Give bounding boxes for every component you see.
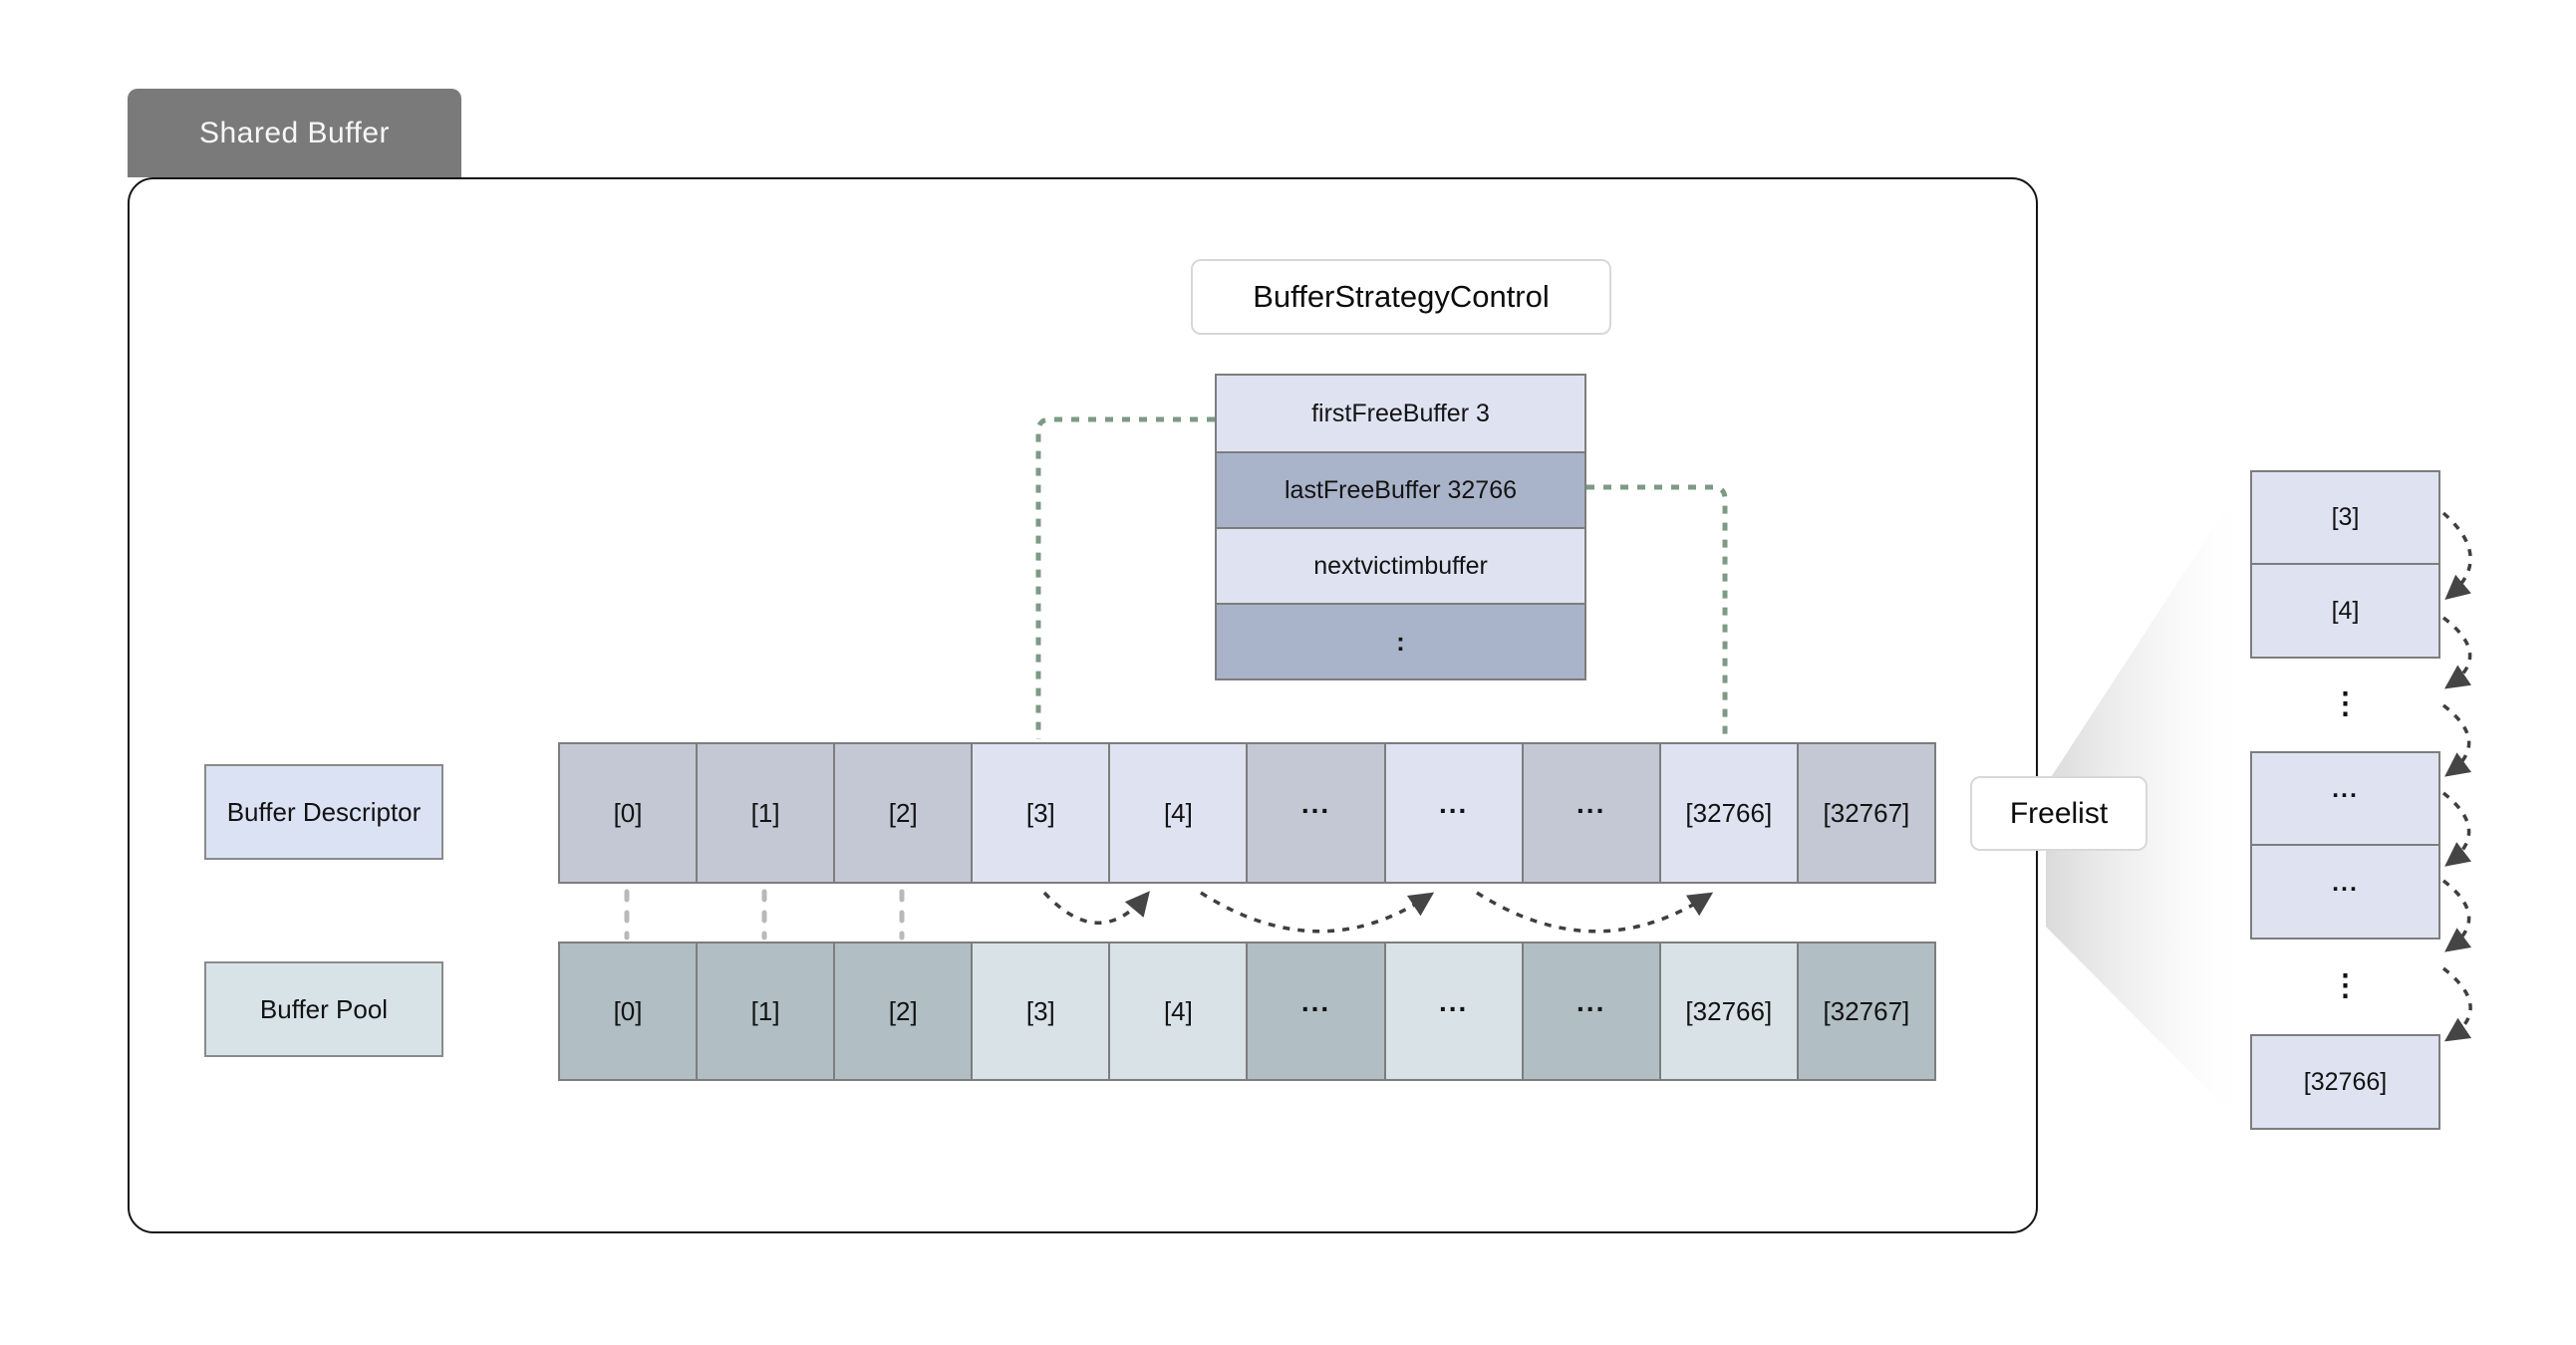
buffer-descriptor-cell-2: [2]	[833, 742, 974, 884]
buffer-pool-cell-8: [32766]	[1658, 942, 1799, 1081]
buffer-descriptor-label: Buffer Descriptor	[204, 764, 443, 860]
buffer-pool-cell-3: [3]	[971, 942, 1111, 1081]
buffer-pool-cell-4: [4]	[1108, 942, 1249, 1081]
buffer-descriptor-cell-9: [32767]	[1796, 742, 1936, 884]
freelist-item-0: [3]	[2250, 470, 2440, 565]
strategy-control-row-1: lastFreeBuffer 32766	[1217, 451, 1584, 527]
freelist-chain-arrow-2	[2441, 616, 2472, 689]
buffer-strategy-control-title: BufferStrategyControl	[1191, 259, 1611, 335]
freelist-chain-arrow-1	[2441, 511, 2472, 600]
freelist-label-text: Freelist	[2009, 796, 2109, 830]
buffer-descriptor-cell-6: ...	[1383, 742, 1524, 884]
buffer-pool-label: Buffer Pool	[204, 961, 443, 1057]
buffer-strategy-control-title-label: BufferStrategyControl	[1253, 279, 1550, 314]
freelist-label: Freelist	[1970, 776, 2147, 851]
freelist-item-4: ...	[2250, 844, 2440, 940]
buffer-pool-array: [0][1][2][3][4].........[32766][32767]	[558, 942, 1936, 1081]
freelist-chain-arrow-5	[2441, 879, 2472, 952]
buffer-descriptor-cell-4: [4]	[1108, 742, 1249, 884]
buffer-pool-cell-9: [32767]	[1796, 942, 1936, 1081]
freelist-item-1: [4]	[2250, 563, 2440, 659]
buffer-pool-cell-5: ...	[1246, 942, 1386, 1081]
buffer-pool-cell-6: ...	[1383, 942, 1524, 1081]
buffer-descriptor-cell-8: [32766]	[1658, 742, 1799, 884]
buffer-descriptor-cell-3: [3]	[971, 742, 1111, 884]
freelist-column: [3][4] ⋮...... ⋮ [32766]	[2250, 470, 2440, 1130]
freelist-item-6: [32766]	[2250, 1034, 2440, 1130]
freelist-chain-arrow-3	[2441, 703, 2472, 777]
freelist-ellipsis-2: ⋮	[2330, 687, 2361, 721]
buffer-pool-cell-1: [1]	[696, 942, 836, 1081]
buffer-descriptor-cell-0: [0]	[558, 742, 699, 884]
buffer-descriptor-label-text: Buffer Descriptor	[226, 796, 422, 827]
buffer-descriptor-array: [0][1][2][3][4].........[32766][32767]	[558, 742, 1936, 884]
buffer-pool-cell-2: [2]	[833, 942, 974, 1081]
freelist-chain-arrow-4	[2441, 791, 2472, 867]
shared-buffer-tab-label: Shared Buffer	[198, 116, 391, 149]
freelist-chain-arrow-6	[2441, 966, 2472, 1042]
buffer-descriptor-cell-5: ...	[1246, 742, 1386, 884]
strategy-control-row-2: nextvictimbuffer	[1217, 527, 1584, 603]
buffer-pool-label-text: Buffer Pool	[259, 993, 389, 1024]
buffer-descriptor-cell-7: ...	[1521, 742, 1661, 884]
buffer-descriptor-cell-1: [1]	[696, 742, 836, 884]
strategy-control-row-0: firstFreeBuffer 3	[1217, 376, 1584, 451]
buffer-pool-cell-7: ...	[1521, 942, 1661, 1081]
freelist-item-3: ...	[2250, 751, 2440, 846]
shared-buffer-tab: Shared Buffer	[128, 89, 461, 177]
buffer-pool-cell-0: [0]	[558, 942, 699, 1081]
freelist-ellipsis-5: ⋮	[2330, 969, 2361, 1003]
strategy-control-row-3: :	[1217, 603, 1584, 678]
